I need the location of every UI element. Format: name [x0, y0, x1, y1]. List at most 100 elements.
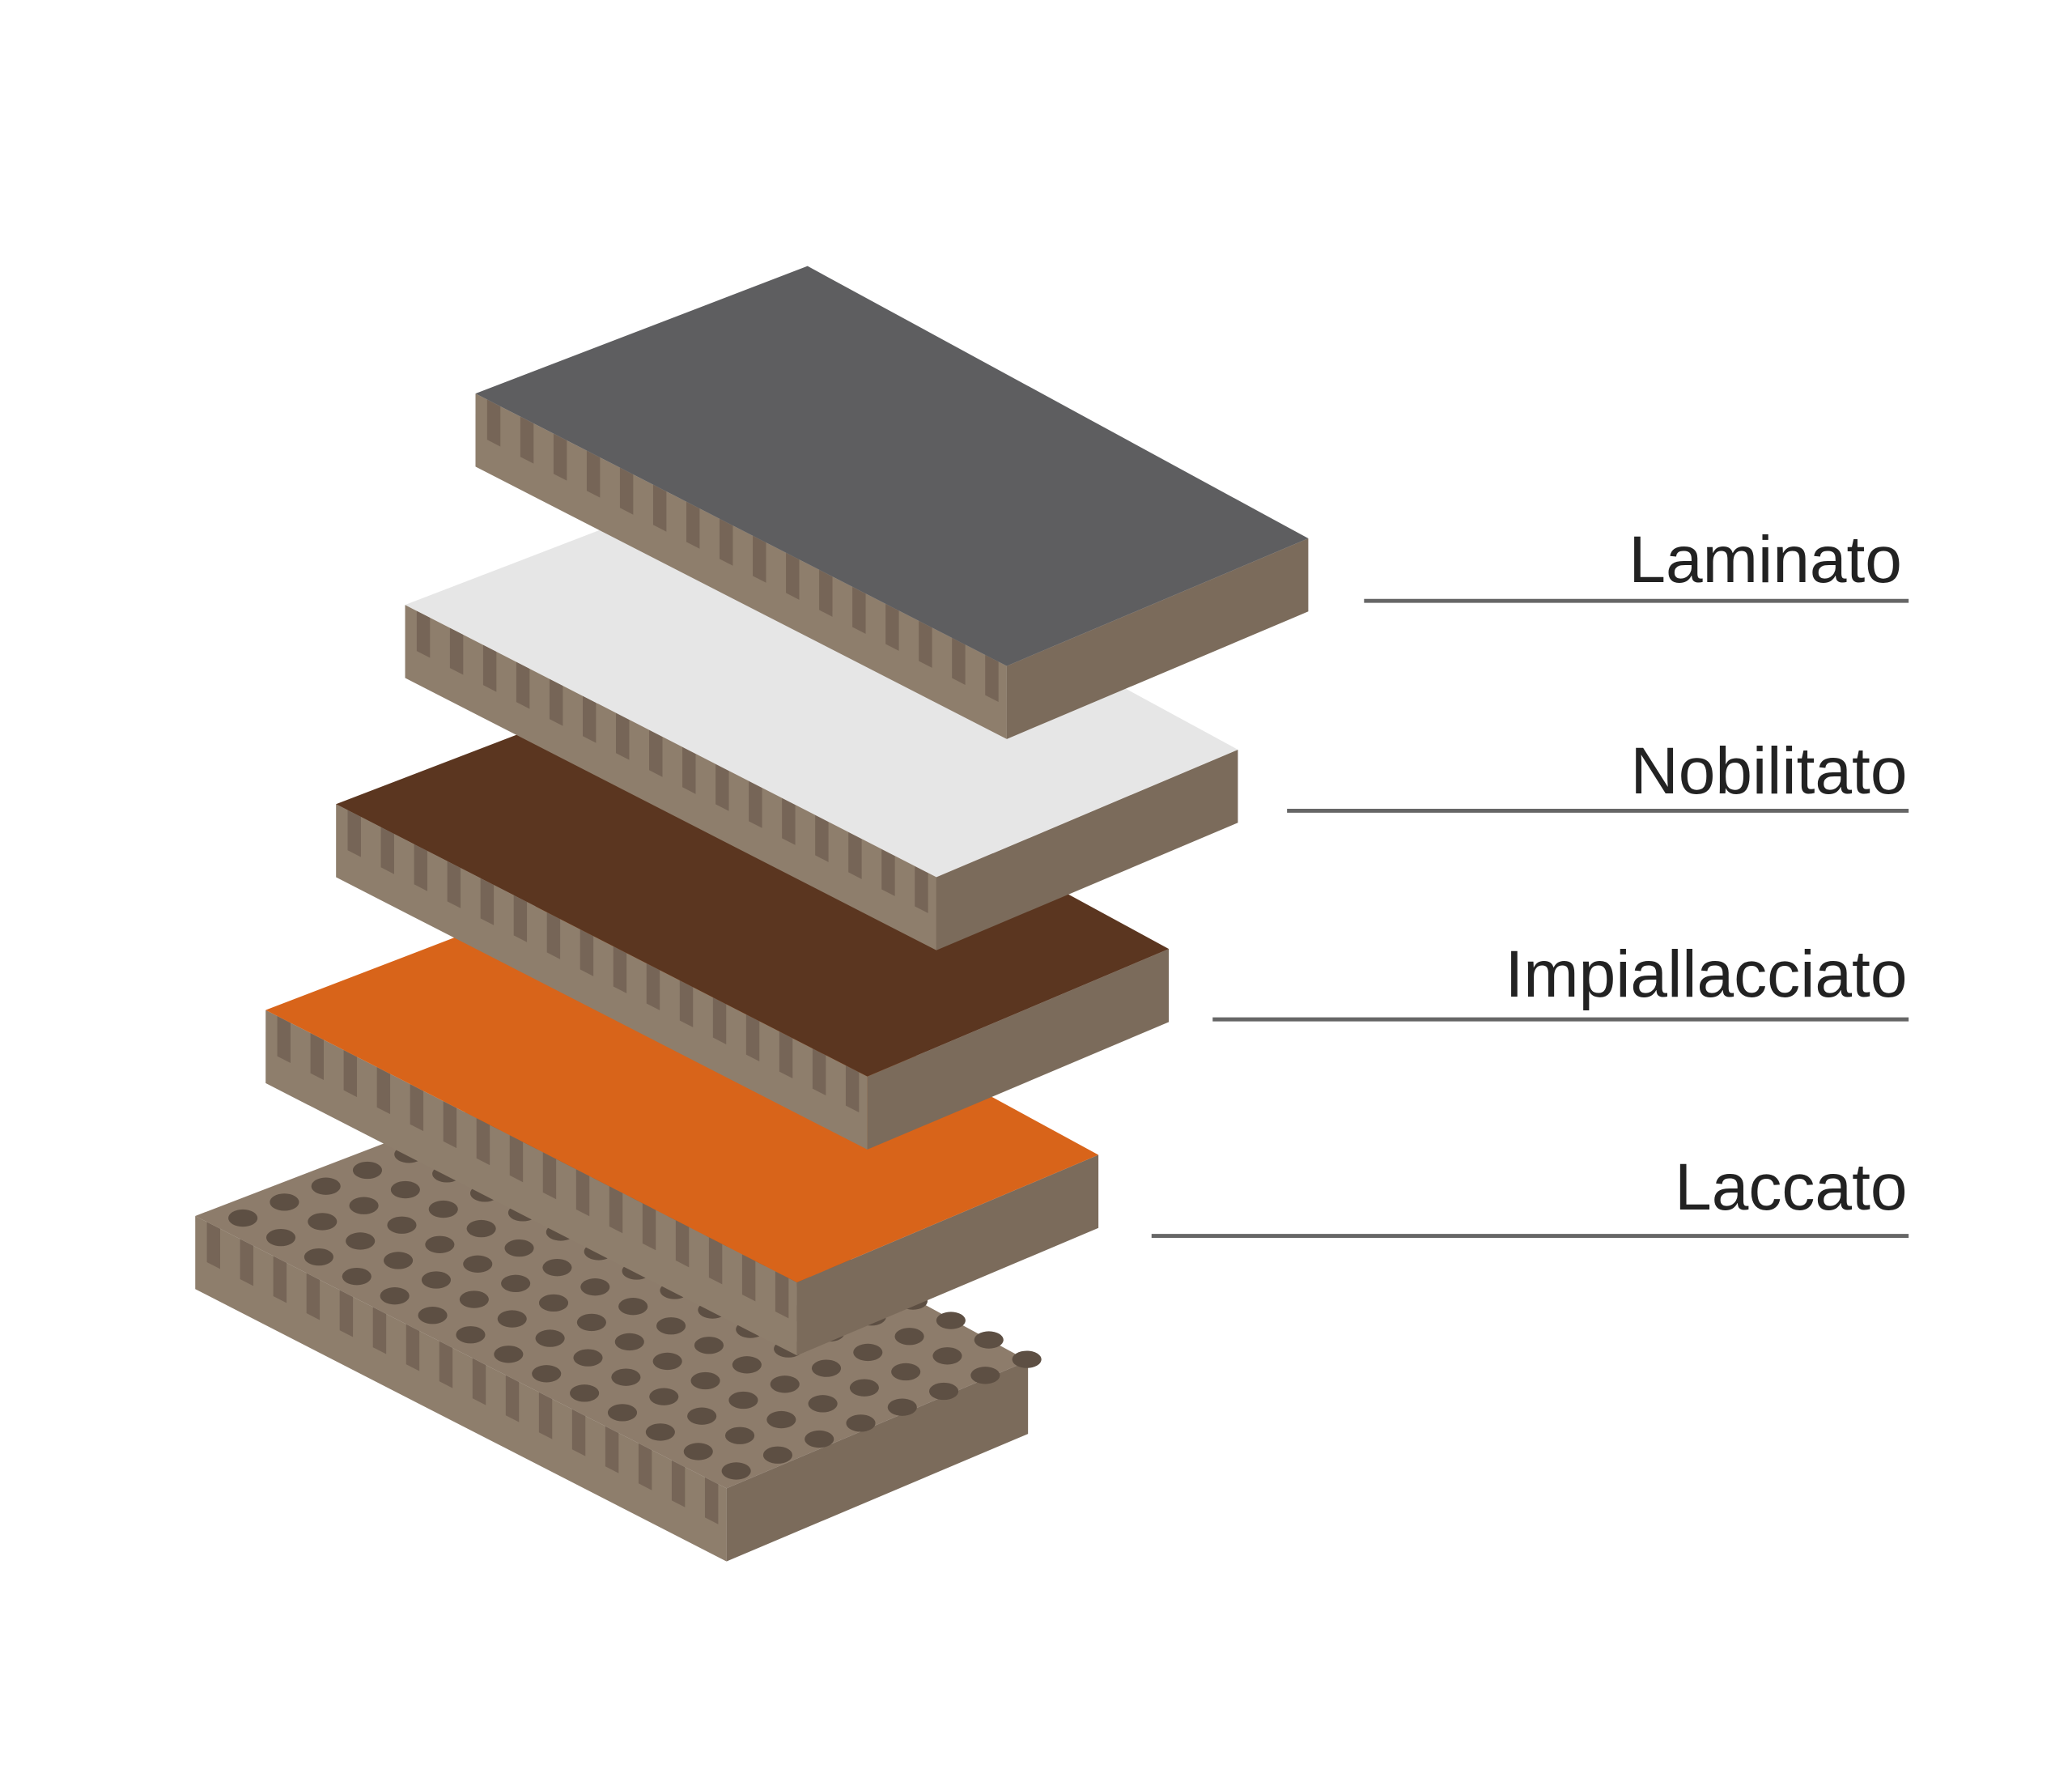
board-tooth — [486, 399, 501, 447]
board-right-edge — [796, 1154, 1099, 1356]
board-hole — [853, 1343, 883, 1362]
board-tooth — [613, 946, 627, 993]
board-tooth — [380, 827, 394, 874]
board-hole — [418, 1307, 448, 1324]
board-hole — [614, 1333, 644, 1351]
board-hole — [535, 1329, 565, 1347]
board-tooth — [553, 433, 567, 481]
board-tooth — [480, 878, 495, 925]
board-hole — [694, 1337, 724, 1354]
board-right-edge — [936, 749, 1238, 950]
exploded-board-stack — [195, 266, 1309, 1562]
board-hole — [687, 1407, 717, 1425]
board-hole — [494, 1346, 524, 1363]
board-tooth — [586, 450, 601, 498]
board-tooth — [273, 1256, 287, 1303]
board-tooth — [679, 980, 694, 1027]
layer-label: Laminato — [1628, 523, 1902, 597]
board-hole — [542, 1258, 572, 1277]
board-tooth — [605, 1426, 619, 1473]
board-tooth — [915, 865, 928, 913]
board-hole — [721, 1462, 751, 1480]
board-tooth — [240, 1239, 254, 1286]
board-hole — [538, 1294, 569, 1312]
board-hole — [342, 1267, 372, 1286]
board-tooth — [649, 729, 663, 777]
label-impiallacciato: Impiallacciato — [1212, 938, 1909, 1022]
board-tooth — [852, 586, 866, 634]
board-tooth — [310, 1033, 324, 1081]
board-hole — [497, 1310, 527, 1328]
board-tooth — [513, 895, 528, 942]
board-tooth — [206, 1222, 220, 1269]
board-tooth — [753, 535, 766, 583]
board-hole — [576, 1313, 606, 1332]
board-hole — [732, 1356, 762, 1374]
board-tooth — [775, 1271, 789, 1319]
board-left-edge — [405, 605, 936, 950]
board-tooth — [652, 484, 667, 532]
board-hole — [228, 1209, 258, 1227]
board-hole — [649, 1388, 679, 1405]
board-hole — [265, 1228, 296, 1247]
board-tooth — [675, 1220, 690, 1268]
board-tooth — [405, 1324, 420, 1371]
board-tooth — [476, 1118, 490, 1166]
board-tooth — [447, 861, 461, 908]
layer-label: Laccato — [1675, 1150, 1907, 1224]
board-left-edge — [475, 393, 1007, 739]
board-top-face — [265, 882, 1099, 1283]
board-tooth — [952, 637, 966, 685]
board-hole — [611, 1368, 641, 1386]
board-tooth — [845, 1065, 860, 1113]
board-hole — [766, 1410, 796, 1429]
board-top-face — [405, 477, 1238, 878]
layer-label: Nobilitato — [1630, 734, 1907, 808]
board-tooth — [583, 695, 597, 743]
board-tooth — [619, 467, 634, 515]
board-laminato — [475, 266, 1309, 739]
board-right-edge — [726, 1360, 1029, 1562]
board-hole — [428, 1200, 458, 1218]
board-tooth — [372, 1307, 387, 1354]
board-hole — [580, 1278, 610, 1296]
board-laccato — [265, 882, 1099, 1356]
board-hole — [1012, 1350, 1042, 1368]
board-hole — [425, 1235, 455, 1253]
board-tooth — [549, 678, 563, 726]
board-tooth — [609, 1186, 623, 1234]
board-hole — [891, 1363, 921, 1381]
board-tooth — [704, 1477, 719, 1524]
board-tooth — [819, 569, 833, 617]
board-tooth — [812, 1048, 826, 1096]
board-tooth — [671, 1460, 686, 1507]
board-hole — [421, 1271, 452, 1289]
board-tooth — [482, 644, 497, 692]
board-tooth — [542, 1152, 557, 1200]
board-tooth — [786, 552, 800, 600]
board-tooth — [638, 1443, 652, 1490]
board-tooth — [343, 1050, 358, 1098]
board-tooth — [919, 620, 932, 668]
board-hole — [645, 1423, 675, 1441]
board-hole — [270, 1193, 299, 1211]
board-hole — [652, 1352, 682, 1371]
board-tooth — [538, 1392, 553, 1439]
board-tooth — [881, 848, 895, 896]
board-hole — [352, 1161, 383, 1180]
board-tooth — [616, 712, 630, 760]
board-tooth — [682, 746, 696, 794]
board-tooth — [509, 1135, 524, 1183]
board-left-edge — [195, 1215, 727, 1562]
board-hole — [846, 1414, 876, 1432]
board-hole — [770, 1375, 800, 1393]
board-hole — [384, 1252, 414, 1269]
board-top-face — [475, 266, 1309, 666]
board-tooth — [646, 963, 660, 1010]
board-tooth — [505, 1375, 520, 1422]
board-right-edge — [867, 949, 1170, 1150]
board-hole — [808, 1395, 838, 1413]
board-hole — [656, 1317, 686, 1335]
board-tooth — [571, 1409, 586, 1456]
layer-label: Impiallacciato — [1505, 938, 1907, 1011]
